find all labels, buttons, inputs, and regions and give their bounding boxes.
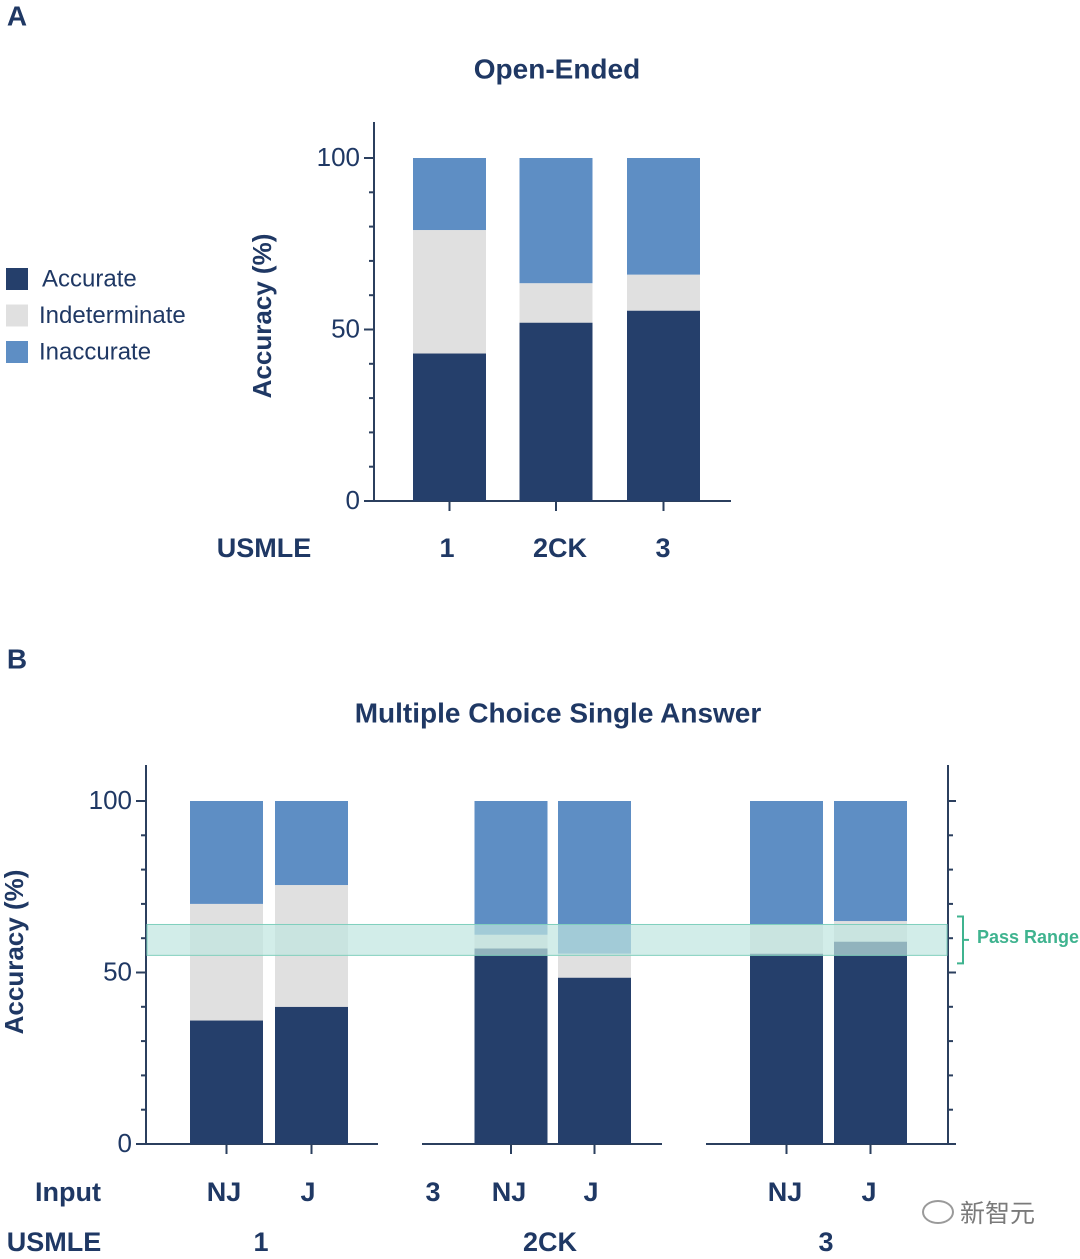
chart-b-input-tick-label: J bbox=[300, 1177, 315, 1207]
chart-a-title: Open-Ended bbox=[474, 53, 640, 84]
chart-b-bar-3-NJ-accurate bbox=[750, 953, 823, 1144]
chart-b-group-label: 1 bbox=[253, 1227, 268, 1257]
chart-b-bar-3-NJ-inaccurate bbox=[750, 801, 823, 925]
chart-a-bar-2CK-accurate bbox=[519, 322, 593, 501]
chart-a-bar-3-accurate bbox=[627, 310, 700, 501]
chart-a-ylabel: Accuracy (%) bbox=[247, 234, 277, 399]
chart-b-group-label: 2CK bbox=[523, 1227, 578, 1257]
chart-b-bar-2CK-J-indeterminate bbox=[558, 953, 631, 978]
panel-label-b: B bbox=[7, 643, 27, 674]
chart-a-ytick-label: 100 bbox=[317, 142, 360, 172]
chart-b-input-tick-label: J bbox=[861, 1177, 876, 1207]
chart-a-bar-1-indeterminate bbox=[413, 230, 486, 354]
chart-b-bar-1-NJ-accurate bbox=[190, 1020, 263, 1144]
chart-a-bar-1-inaccurate bbox=[413, 158, 486, 231]
chart-a-xtick-label: 1 bbox=[439, 533, 454, 563]
pass-range-bracket bbox=[957, 915, 969, 965]
pass-range-label: Pass Range bbox=[977, 927, 1079, 947]
chart-b-bar-2CK-J-accurate bbox=[558, 977, 631, 1144]
chart-b-ylabel: Accuracy (%) bbox=[0, 870, 29, 1035]
chart-b-input-tick-label: NJ bbox=[207, 1177, 242, 1207]
chart-a-bar-3-inaccurate bbox=[627, 158, 700, 275]
chart-b-bar-2CK-NJ-accurate bbox=[474, 948, 548, 1144]
legend-label-indeterminate: Indeterminate bbox=[39, 302, 186, 329]
chart-b-bar-1-J-accurate bbox=[275, 1006, 348, 1144]
legend-swatch-inaccurate bbox=[6, 341, 28, 363]
chart-b-input-label: Input bbox=[35, 1177, 101, 1207]
chart-b-bar-3-J-accurate bbox=[834, 941, 907, 1144]
legend-swatch-indeterminate bbox=[6, 304, 28, 327]
chart-b-input-tick-label: NJ bbox=[768, 1177, 803, 1207]
chart-a-xtick-label: 3 bbox=[655, 533, 670, 563]
chart-b-title: Multiple Choice Single Answer bbox=[355, 697, 762, 728]
chart-b-input-tick-label: NJ bbox=[492, 1177, 527, 1207]
chart-b-ytick-label: 50 bbox=[103, 956, 132, 986]
chart-b-bar-1-J-inaccurate bbox=[275, 801, 348, 886]
panel-label-a: A bbox=[7, 0, 27, 31]
chart-b-usmle-label: USMLE bbox=[7, 1227, 102, 1257]
chart-a-bar-1-accurate bbox=[413, 353, 486, 501]
chart-b-ytick-label: 0 bbox=[118, 1128, 132, 1158]
chart-a-xtick-label: 2CK bbox=[533, 533, 588, 563]
chart-a-bar-2CK-indeterminate bbox=[519, 283, 593, 323]
chart-b-input-tick-label: 3 bbox=[425, 1177, 440, 1207]
chart-b-bar-3-J-inaccurate bbox=[834, 801, 907, 922]
chart-a-ytick-label: 0 bbox=[346, 485, 360, 515]
legend-label-accurate: Accurate bbox=[42, 265, 137, 292]
chart-a-usmle-label: USMLE bbox=[217, 533, 312, 563]
watermark: 新智元 bbox=[922, 1194, 1035, 1230]
chart-a-ytick-label: 50 bbox=[331, 313, 360, 343]
watermark-text: 新智元 bbox=[960, 1199, 1036, 1228]
legend-label-inaccurate: Inaccurate bbox=[39, 338, 151, 365]
chart-b-bar-1-NJ-inaccurate bbox=[190, 801, 263, 904]
pass-range-band bbox=[146, 923, 948, 956]
chart-a-bar-3-indeterminate bbox=[627, 274, 700, 311]
chart-b-group-label: 3 bbox=[818, 1227, 833, 1257]
legend-swatch-accurate bbox=[6, 268, 28, 290]
chart-b-bar-2CK-NJ-inaccurate bbox=[474, 801, 548, 935]
chart-b-ytick-label: 100 bbox=[89, 785, 132, 815]
chart-a-bar-2CK-inaccurate bbox=[519, 158, 593, 284]
chart-b-bar-1-NJ-indeterminate bbox=[190, 903, 263, 1021]
wechat-icon bbox=[922, 1200, 954, 1224]
chart-b-input-tick-label: J bbox=[583, 1177, 598, 1207]
